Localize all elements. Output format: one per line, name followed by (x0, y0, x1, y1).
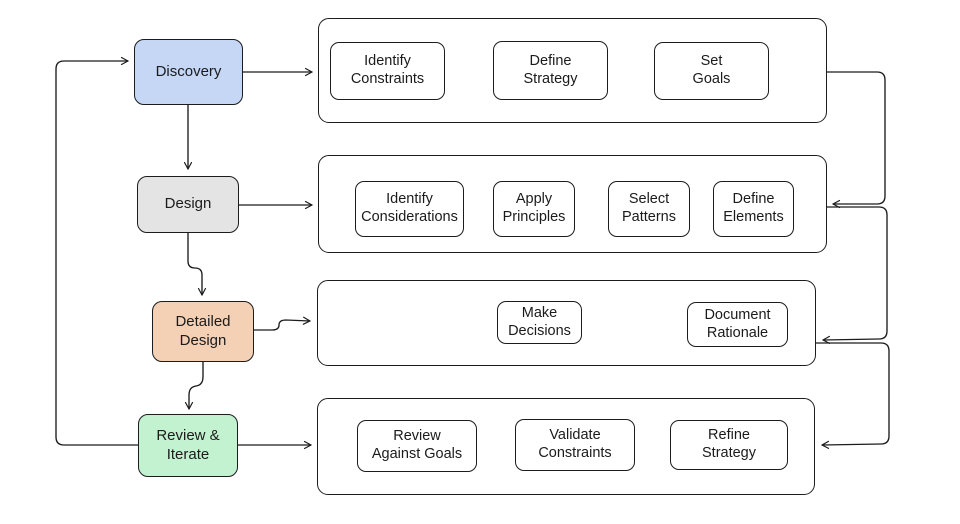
arrow-row1-to-row2-wrap (826, 71, 886, 209)
step-label: Set Goals (692, 53, 731, 87)
arrow-detailed-design-to-review (184, 361, 204, 410)
step-label: Validate Constraints (538, 427, 612, 461)
step-node-select-patterns[interactable]: Select Patterns (608, 181, 690, 237)
step-label: Apply Principles (502, 191, 566, 225)
step-node-set-goals[interactable]: Set Goals (654, 42, 769, 100)
stage-label-review-iterate: Review & Iterate (156, 427, 220, 463)
step-label: Refine Strategy (702, 427, 756, 461)
arrow-design-to-detailed-design (187, 232, 207, 296)
step-label: Select Patterns (622, 191, 676, 225)
arrow-row3-to-row4-wrap (815, 342, 890, 449)
stage-node-review-iterate[interactable]: Review & Iterate (138, 414, 238, 477)
step-label: Make Decisions (508, 304, 571, 339)
stage-label-discovery: Discovery (155, 62, 222, 80)
step-label: Define Elements (723, 191, 784, 225)
arrow-detailed-design-to-steps (253, 316, 311, 331)
step-node-document-rationale[interactable]: Document Rationale (687, 302, 788, 347)
stage-label-design: Design (164, 195, 212, 213)
step-node-validate-constraints[interactable]: Validate Constraints (515, 419, 635, 471)
step-label: Define Strategy (523, 52, 578, 87)
step-label: Identify Considerations (361, 191, 458, 225)
step-label: Document Rationale (704, 306, 771, 341)
step-label: Review Against Goals (371, 428, 463, 462)
stage-node-discovery[interactable]: Discovery (134, 39, 243, 105)
step-node-define-strategy[interactable]: Define Strategy (493, 41, 608, 100)
step-node-make-decisions[interactable]: Make Decisions (497, 301, 582, 344)
arrow-review-to-discovery-loop (55, 56, 139, 446)
step-label: Identify Constraints (350, 53, 425, 87)
stage-node-detailed-design[interactable]: Detailed Design (152, 301, 254, 362)
stage-node-design[interactable]: Design (137, 176, 239, 233)
step-node-identify-constraints[interactable]: Identify Constraints (330, 42, 445, 100)
stage-label-detailed-design: Detailed Design (175, 313, 231, 349)
step-node-define-elements[interactable]: Define Elements (713, 181, 794, 237)
arrow-row2-to-row3-wrap (822, 206, 888, 344)
step-node-apply-principles[interactable]: Apply Principles (493, 181, 575, 237)
step-node-review-against-goals[interactable]: Review Against Goals (357, 420, 477, 472)
step-node-identify-considerations[interactable]: Identify Considerations (355, 181, 464, 237)
step-node-refine-strategy[interactable]: Refine Strategy (670, 420, 788, 470)
